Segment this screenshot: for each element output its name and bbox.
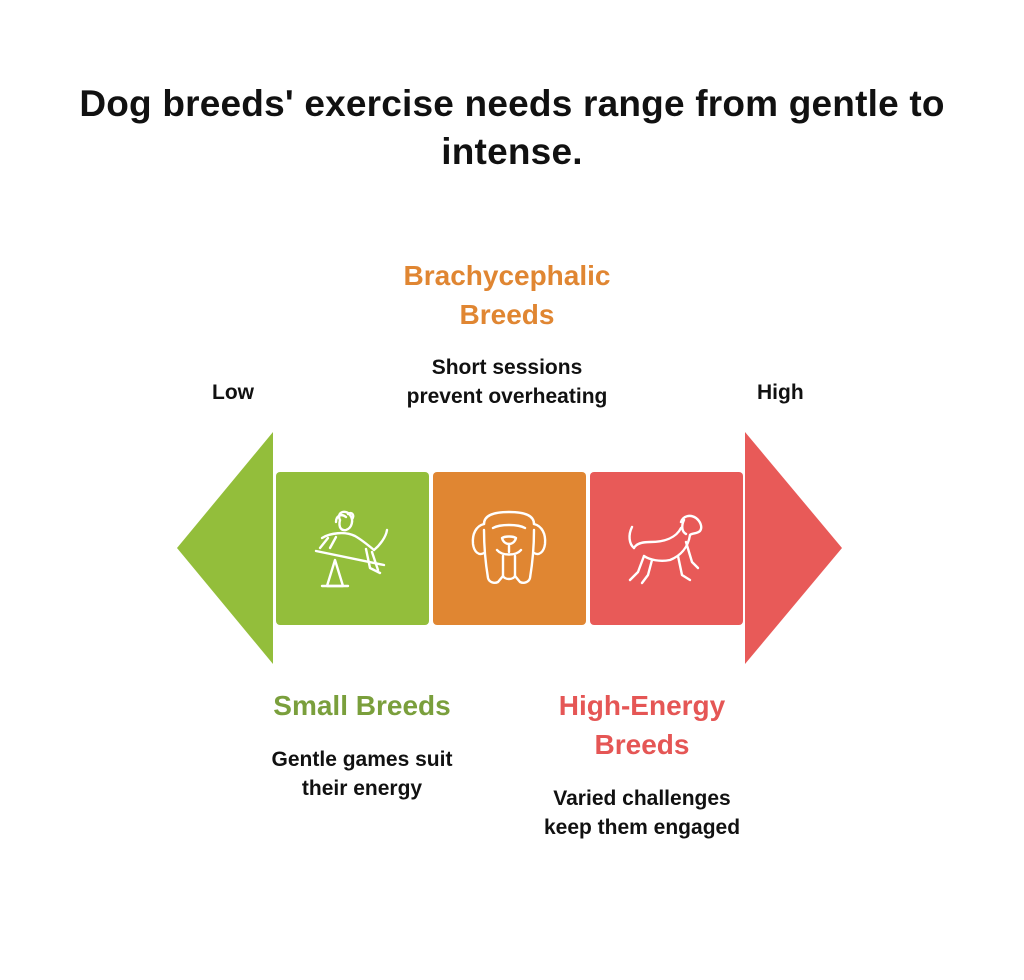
small-breeds-segment bbox=[276, 472, 429, 625]
high-label: High bbox=[757, 381, 804, 404]
low-label: Low bbox=[212, 381, 254, 404]
high-energy-heading-line2: Breeds bbox=[594, 729, 690, 760]
small-breeds-heading: Small Breeds bbox=[273, 690, 451, 721]
brachycephalic-description-line2: prevent overheating bbox=[406, 385, 608, 408]
high-energy-heading-line1: High-Energy bbox=[558, 690, 726, 721]
high-energy-description-line2: keep them engaged bbox=[543, 816, 741, 839]
low-arrow-head bbox=[177, 432, 273, 664]
small-breeds-description: Gentle games suit their energy bbox=[212, 745, 512, 803]
brachycephalic-description: Short sessions prevent overheating bbox=[357, 353, 657, 411]
running-dog-icon bbox=[628, 514, 703, 585]
page-title: Dog breeds' exercise needs range from ge… bbox=[79, 83, 945, 172]
brachycephalic-heading-line2: Breeds bbox=[459, 299, 555, 330]
brachycephalic-description-line1: Short sessions bbox=[431, 356, 583, 379]
high-arrow-head bbox=[745, 432, 842, 664]
brachycephalic-heading-line1: Brachycephalic bbox=[403, 260, 611, 291]
high-energy-heading: High-Energy Breeds bbox=[492, 686, 792, 764]
flat-face-dog-icon bbox=[471, 510, 547, 584]
seesaw-dog-icon bbox=[314, 510, 389, 588]
small-breeds-description-line2: their energy bbox=[301, 777, 423, 800]
high-energy-description: Varied challenges keep them engaged bbox=[492, 784, 792, 842]
brachycephalic-heading: Brachycephalic Breeds bbox=[357, 256, 657, 334]
high-energy-description-line1: Varied challenges bbox=[553, 787, 731, 810]
high-energy-segment bbox=[590, 472, 743, 625]
small-breeds-description-line1: Gentle games suit bbox=[271, 748, 453, 771]
